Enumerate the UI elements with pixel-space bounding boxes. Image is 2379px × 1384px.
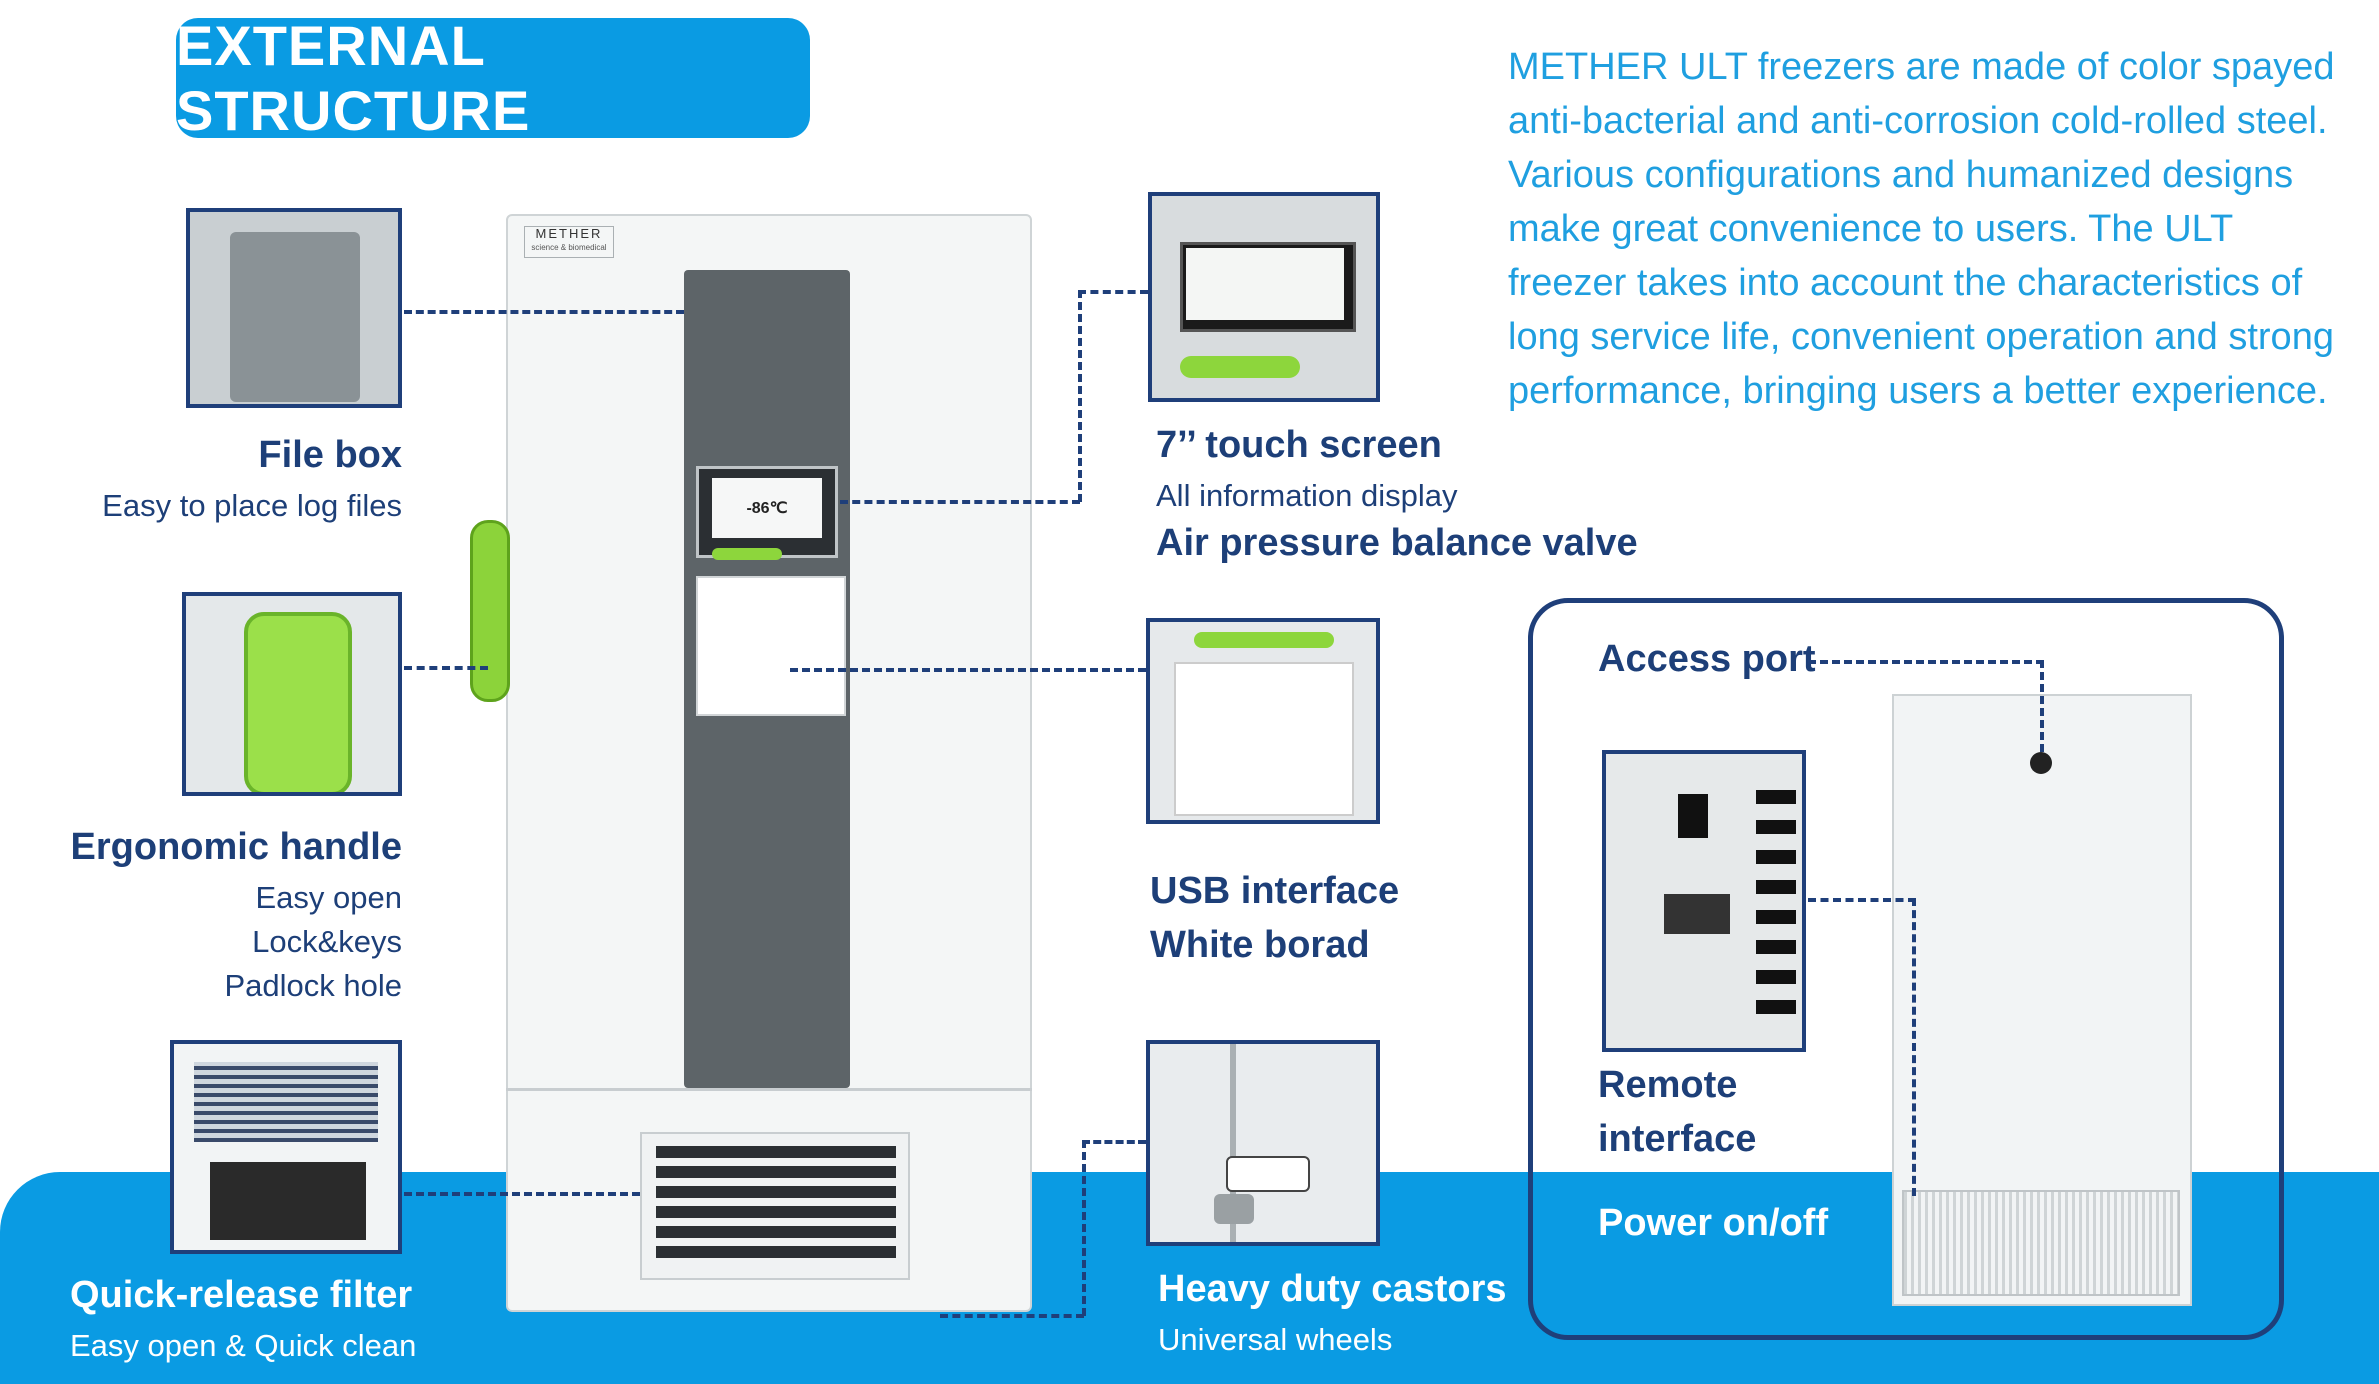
touch-screen-connector-c [840,500,1080,504]
filter-connector [404,1192,640,1196]
door-seam [506,1088,1032,1091]
remote-interface-photo [1602,750,1806,1052]
white-board-photo [1146,618,1380,824]
remote-interface-title-line2: interface [1598,1118,1757,1160]
touch-screen-desc: All information display [1156,478,1458,513]
castors-desc: Universal wheels [1158,1322,1393,1357]
touch-screen-title: 7’’ touch screen [1156,424,1442,466]
handle-desc-1: Easy open [255,880,403,915]
remote-connector-b [1912,898,1916,1196]
description-text: METHER ULT freezers are made of color sp… [1508,46,2335,412]
handle-title: Ergonomic handle [70,826,402,868]
power-switch-title: Power on/off [1598,1202,1829,1244]
rear-grille [1902,1190,2180,1296]
access-port-hole [2030,752,2052,774]
brand-logo: METHER science & biomedical [524,226,614,258]
handle-graphic [470,520,510,702]
air-pressure-valve-title: Air pressure balance valve [1156,522,1638,564]
vent-slat [656,1206,896,1218]
file-box-desc: Easy to place log files [102,488,402,523]
usb-interface-title: USB interface [1150,870,1400,912]
screen-indicator-bar [712,548,782,560]
white-board [696,576,846,716]
castors-connector-a [1082,1140,1146,1144]
castors-connector-c [940,1314,1084,1318]
touch-screen-connector-b [1078,290,1082,502]
handle-photo [182,592,402,796]
front-screen-display: -86℃ [712,478,822,538]
castors-title: Heavy duty castors [1158,1268,1507,1310]
handle-desc-2: Lock&keys [252,924,402,959]
access-port-connector-a [1808,660,2044,664]
vent-slat [656,1166,896,1178]
filter-photo [170,1040,402,1254]
filter-desc: Easy open & Quick clean [70,1328,417,1363]
file-box-title: File box [258,434,402,476]
vent-slat [656,1246,896,1258]
touch-screen-connector-a [1078,290,1148,294]
vent-slat [656,1146,896,1158]
remote-connector [1808,898,1916,902]
access-port-connector-b [2040,660,2044,752]
vent-slat [656,1186,896,1198]
file-box-photo [186,208,402,408]
page-title: EXTERNAL STRUCTURE [176,14,810,142]
vent-slat [656,1226,896,1238]
filter-title: Quick-release filter [70,1274,413,1316]
handle-connector [404,666,488,670]
white-board-connector [790,668,1146,672]
rear-view-panel [1528,598,2284,1340]
castors-connector-b [1082,1140,1086,1316]
access-port-title: Access port [1598,638,1816,680]
white-board-title: White borad [1150,924,1370,966]
touch-screen-photo [1148,192,1380,402]
remote-interface-title-line1: Remote [1598,1064,1738,1106]
handle-desc-3: Padlock hole [224,968,402,1003]
castors-photo [1146,1040,1380,1246]
file-box-connector [404,310,684,314]
